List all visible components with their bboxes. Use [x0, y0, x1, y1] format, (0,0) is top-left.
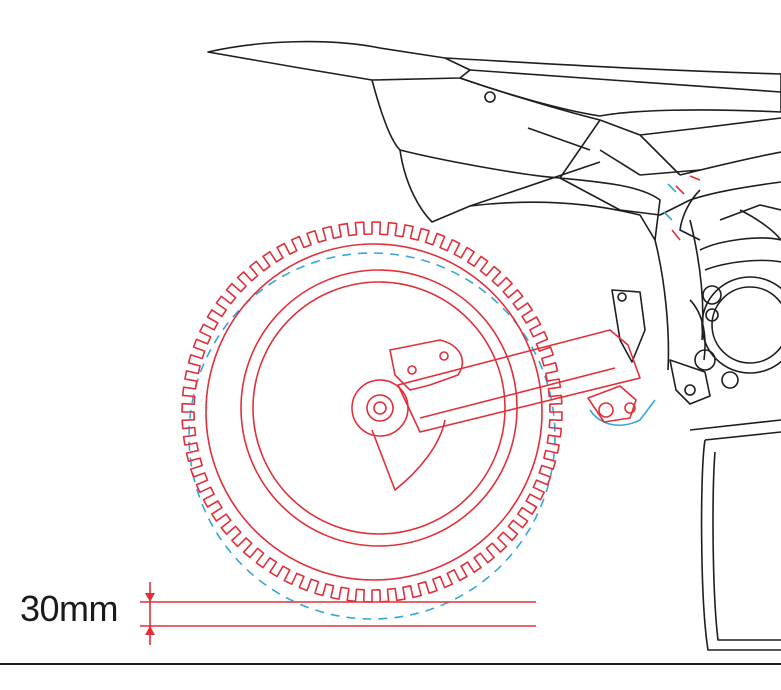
- chain-guide: [371, 419, 446, 491]
- swingarm: [397, 329, 641, 433]
- raised-tire-inner: [205, 243, 543, 581]
- raised-rim-inner: [252, 281, 506, 535]
- main-frame: [654, 151, 781, 371]
- brake-caliper: [389, 339, 464, 391]
- engine-case: [701, 276, 781, 374]
- panel-bolt: [484, 91, 496, 103]
- tread-ring: [181, 221, 563, 603]
- lowered-wheel-outline: [188, 183, 677, 620]
- lowered-linkage: [589, 399, 656, 426]
- raised-rim: [240, 269, 518, 547]
- bike-stand: [700, 431, 781, 651]
- seat: [444, 57, 781, 117]
- dimension-arrow-up: [145, 626, 155, 635]
- lower-side-panel: [399, 149, 661, 241]
- raised-linkage: [587, 385, 637, 423]
- side-panel: [371, 77, 601, 179]
- motorcycle-body-outline: [207, 40, 781, 651]
- raised-wheel-outline: [140, 175, 701, 645]
- subframe: [599, 117, 781, 176]
- rear-brake-pedal: [611, 289, 646, 363]
- raised-tire-tread: [181, 221, 563, 603]
- dimension-arrow-down: [145, 593, 155, 602]
- rear-fender: [207, 40, 471, 81]
- dimension-label: 30mm: [20, 588, 119, 629]
